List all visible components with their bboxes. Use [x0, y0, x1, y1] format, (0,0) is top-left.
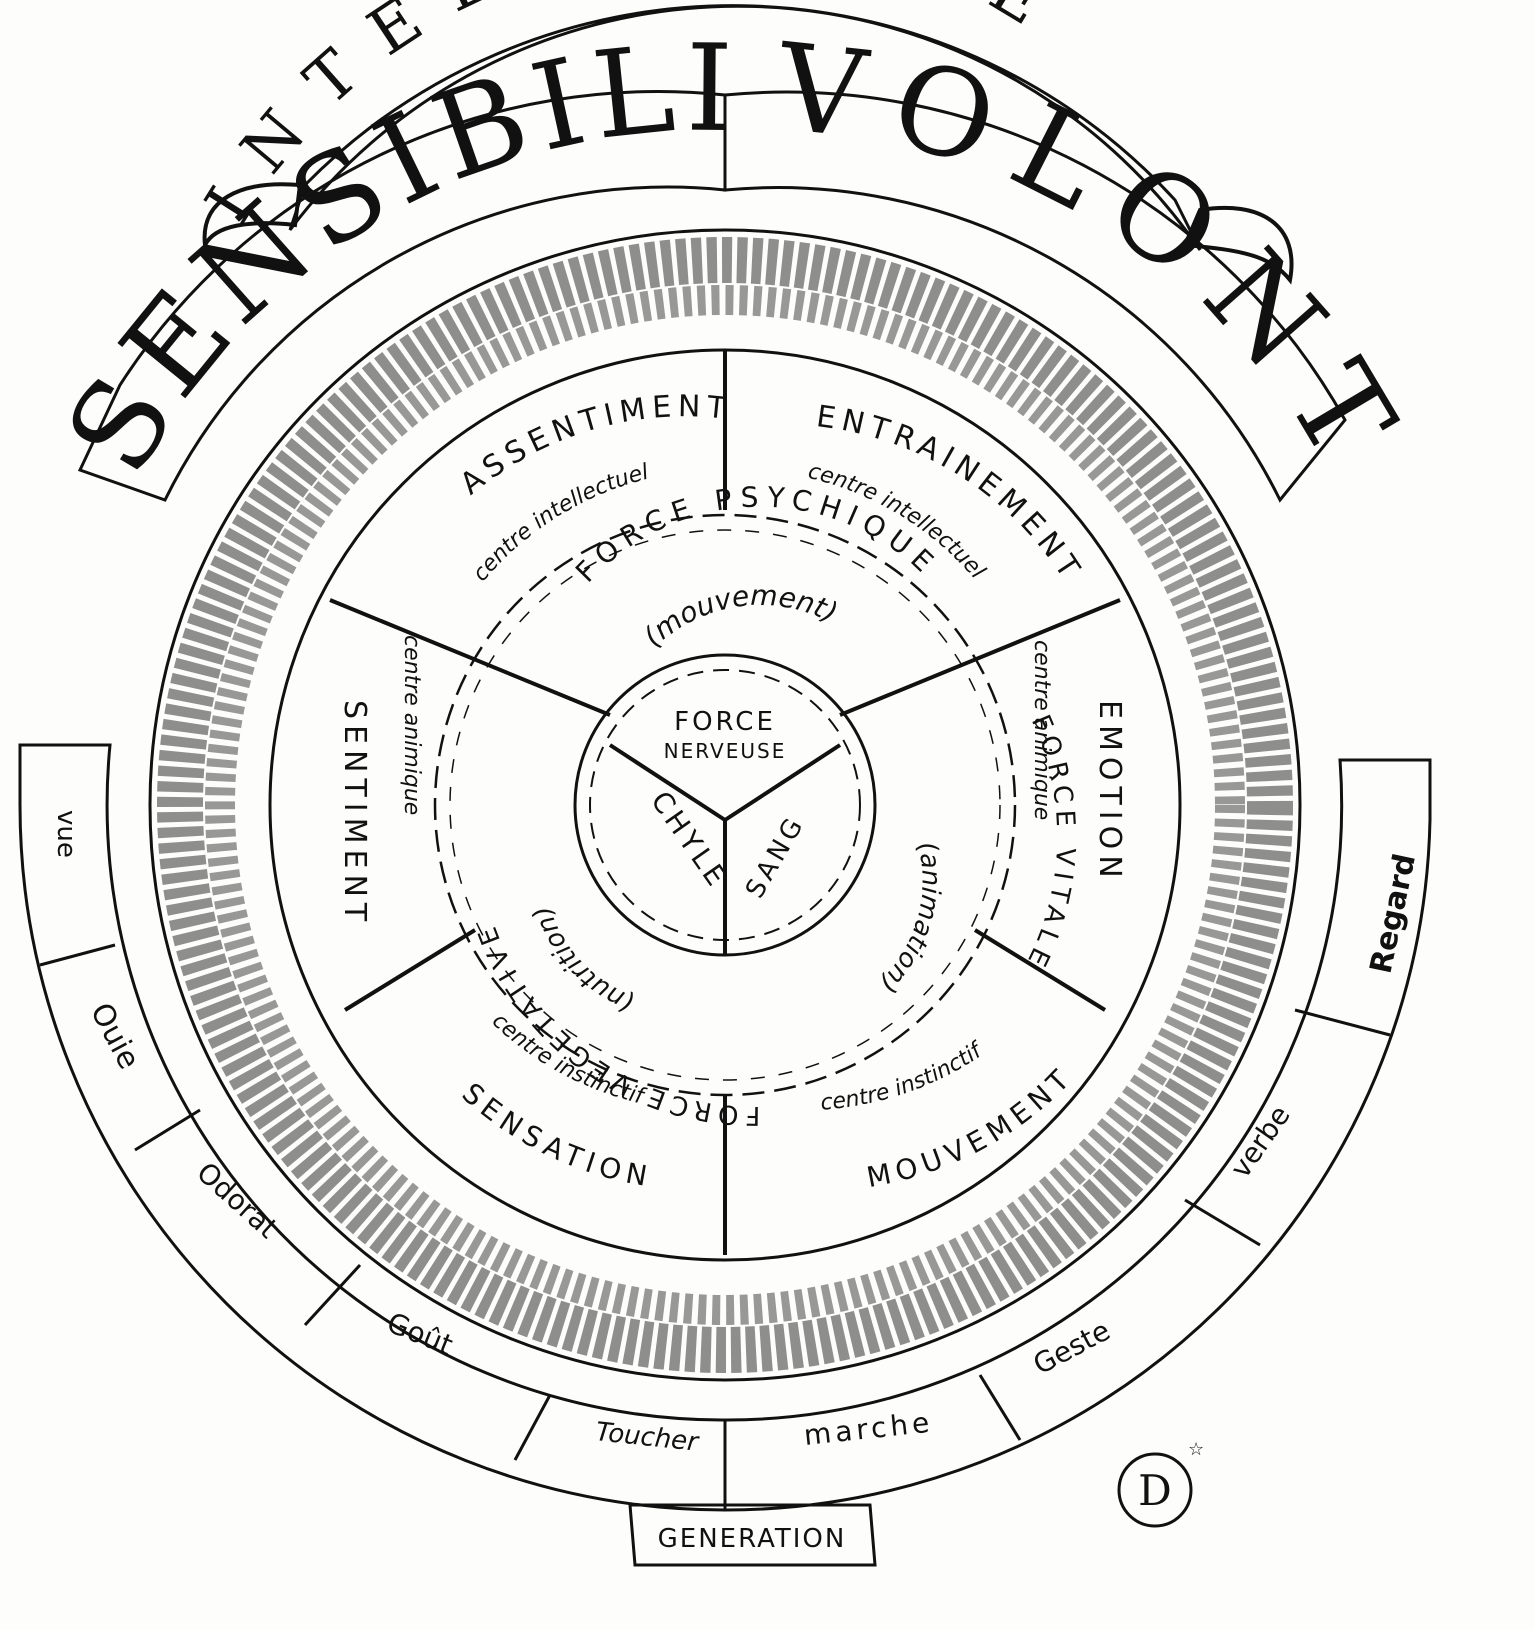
core-spokes	[608, 743, 842, 955]
forces-dashed-ring-2	[449, 529, 1001, 1081]
bottom-right-centre-label: centre instinctif	[820, 1037, 989, 1116]
force-vitale-label: FORCE VITALE	[1019, 711, 1081, 976]
force-psychique-sub: (mouvement)	[637, 579, 843, 654]
sense-ouie: Ouie	[83, 997, 146, 1075]
generation-box	[628, 1503, 877, 1567]
sentiment-label: SENTIMENT	[337, 700, 372, 927]
senses-dividers	[39, 943, 1391, 1461]
sector-spokes	[329, 350, 1121, 1255]
left-horn	[202, 182, 303, 252]
assentiment-label: ASSENTIMENT	[454, 389, 733, 502]
actions-band	[723, 758, 1432, 1512]
outer-ring-edge	[148, 228, 1302, 1382]
action-geste: Geste	[1028, 1314, 1116, 1382]
generation-label: GENERATION	[658, 1524, 847, 1554]
volonte-band	[723, 90, 1347, 503]
hatched-ring-inner	[205, 285, 1245, 1325]
force-vitale-sub: (animation)	[873, 839, 945, 999]
sense-toucher: Toucher	[594, 1417, 701, 1458]
monogram: D	[1138, 1466, 1172, 1515]
star-icon: ☆	[1188, 1439, 1204, 1460]
right-centre-label: centre animique	[1029, 640, 1054, 820]
sense-vue: vue	[51, 810, 81, 858]
right-horn	[1182, 205, 1294, 285]
core-force-label: FORCE	[674, 707, 776, 737]
chyle-label: CHYLE	[644, 785, 735, 895]
sang-label: SANG	[740, 810, 811, 903]
hatched-ring	[157, 237, 1293, 1373]
monogram-circle	[1117, 1452, 1193, 1528]
left-centre-label: centre animique	[399, 635, 424, 815]
core-nerveuse-label: NERVEUSE	[664, 739, 787, 763]
emotion-label: EMOTION	[1092, 700, 1127, 884]
action-verbe: verbe	[1224, 1099, 1297, 1184]
sense-gout: Goût	[382, 1306, 457, 1362]
sense-odorat: Odorat	[190, 1156, 284, 1245]
